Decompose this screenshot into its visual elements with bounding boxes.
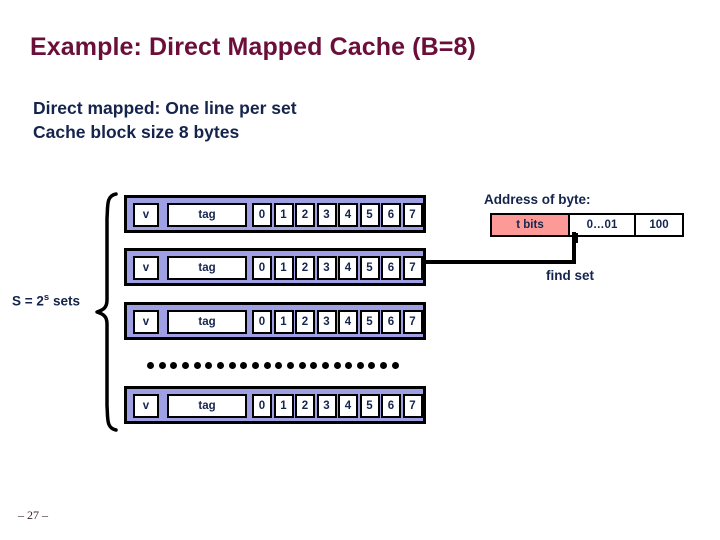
byte-offset-cell: 5 [359,256,380,280]
ellipsis-dot [286,361,294,369]
find-set-label: find set [546,268,595,283]
ellipsis-dot [333,361,341,369]
byte-offset-cell: 7 [402,203,423,227]
ellipsis-dot [251,361,259,369]
sets-curly-brace-icon [95,192,118,432]
byte-offset-cell: 6 [381,310,401,334]
address-bit-field-box: t bits 0…01 100 [490,213,684,237]
ellipsis-dot [170,361,178,369]
byte-offset-cell: 7 [402,310,423,334]
ellipsis-dot [310,361,318,369]
byte-offset-cell: 4 [338,310,358,334]
tag-cell: tag [167,310,247,334]
tag-cell: tag [167,394,247,418]
byte-offset-cell: 2 [295,203,315,227]
address-caption: Address of byte: [484,192,591,207]
ellipsis-dot [205,361,213,369]
sets-count-label: S = 2s sets [12,292,80,309]
byte-offset-cell: 2 [295,256,315,280]
ellipsis-dot [345,361,353,369]
tag-cell: tag [167,256,247,280]
byte-offset-cell: 4 [338,394,358,418]
ellipsis-dot [275,361,283,369]
byte-offset-cell: 0 [252,256,272,280]
tag-cell: tag [167,203,247,227]
byte-offset-cell: 3 [316,310,337,334]
byte-offset-cell: 7 [402,394,423,418]
ellipsis-dot [158,361,166,369]
ellipsis-dot [380,361,388,369]
find-set-connector-line [426,232,576,264]
ellipsis-dot [368,361,376,369]
byte-offset-cell: 3 [316,256,337,280]
ellipsis-dot [298,361,306,369]
address-field-block-offset: 100 [634,215,682,235]
byte-offset-cell: 4 [338,256,358,280]
byte-offset-cell: 6 [381,394,401,418]
valid-bit-cell: v [133,310,159,334]
ellipsis-dot [240,361,248,369]
subtitle-line-1: Direct mapped: One line per set [33,98,297,118]
vertical-ellipsis-dots [147,358,399,372]
valid-bit-cell: v [133,394,159,418]
byte-offset-cell: 5 [359,310,380,334]
ellipsis-dot [147,361,154,369]
byte-offset-cell: 6 [381,256,401,280]
ellipsis-dot [263,361,271,369]
byte-offset-cell: 0 [252,203,272,227]
byte-offset-cell: 1 [273,256,294,280]
ellipsis-dot [391,361,399,369]
byte-offset-cell: 3 [316,394,337,418]
page-number: – 27 – [18,508,48,522]
page-title: Example: Direct Mapped Cache (B=8) [30,33,476,61]
ellipsis-dot [193,361,201,369]
byte-offset-cell: 6 [381,203,401,227]
sets-label-prefix: S = 2 [12,293,44,309]
byte-offset-cell: 0 [252,394,272,418]
sets-label-suffix: sets [49,293,80,309]
valid-bit-cell: v [133,203,159,227]
valid-bit-cell: v [133,256,159,280]
byte-offset-cell: 2 [295,310,315,334]
byte-offset-cell: 5 [359,203,380,227]
ellipsis-dot [181,361,189,369]
ellipsis-dot [321,361,329,369]
ellipsis-dot [228,361,236,369]
byte-offset-cell: 1 [273,394,294,418]
ellipsis-dot [356,361,364,369]
byte-offset-cell: 5 [359,394,380,418]
byte-offset-cell: 1 [273,310,294,334]
subtitle-line-2: Cache block size 8 bytes [33,122,240,142]
byte-offset-cell: 2 [295,394,315,418]
sets-label-exponent: s [43,292,50,303]
byte-offset-cell: 4 [338,203,358,227]
address-field-set-index: 0…01 [568,215,634,235]
address-field-tag-bits: t bits [492,215,568,235]
byte-offset-cell: 7 [402,256,423,280]
subtitle-block: Direct mapped: One line per set Cache bl… [33,96,297,144]
ellipsis-dot [216,361,224,369]
byte-offset-cell: 1 [273,203,294,227]
byte-offset-cell: 3 [316,203,337,227]
byte-offset-cell: 0 [252,310,272,334]
